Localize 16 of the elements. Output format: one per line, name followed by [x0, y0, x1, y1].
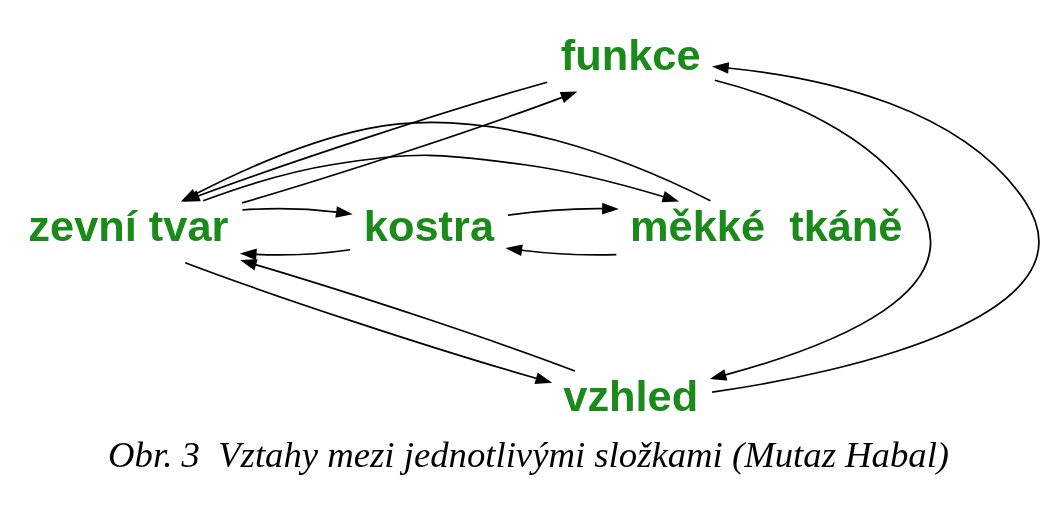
caption: Obr. 3 Vztahy mezi jednotlivými složkami (Mutaz Habal): [108, 433, 950, 475]
node-text: funkce: [560, 30, 701, 79]
node-text: kostra: [363, 201, 495, 250]
arrow: [239, 248, 352, 260]
arrow: [240, 258, 576, 372]
arrow: [505, 244, 618, 256]
node-text: zevní tvar: [28, 201, 229, 250]
arrow: [709, 78, 932, 380]
arrow: [507, 202, 619, 216]
arrow: [202, 153, 680, 202]
arrow: [241, 91, 578, 204]
arrow: [241, 205, 353, 218]
node-text: měkké tkáně: [630, 201, 903, 250]
arrow: [184, 261, 553, 384]
node-text: vzhled: [563, 371, 699, 420]
arrow: [711, 61, 1039, 393]
